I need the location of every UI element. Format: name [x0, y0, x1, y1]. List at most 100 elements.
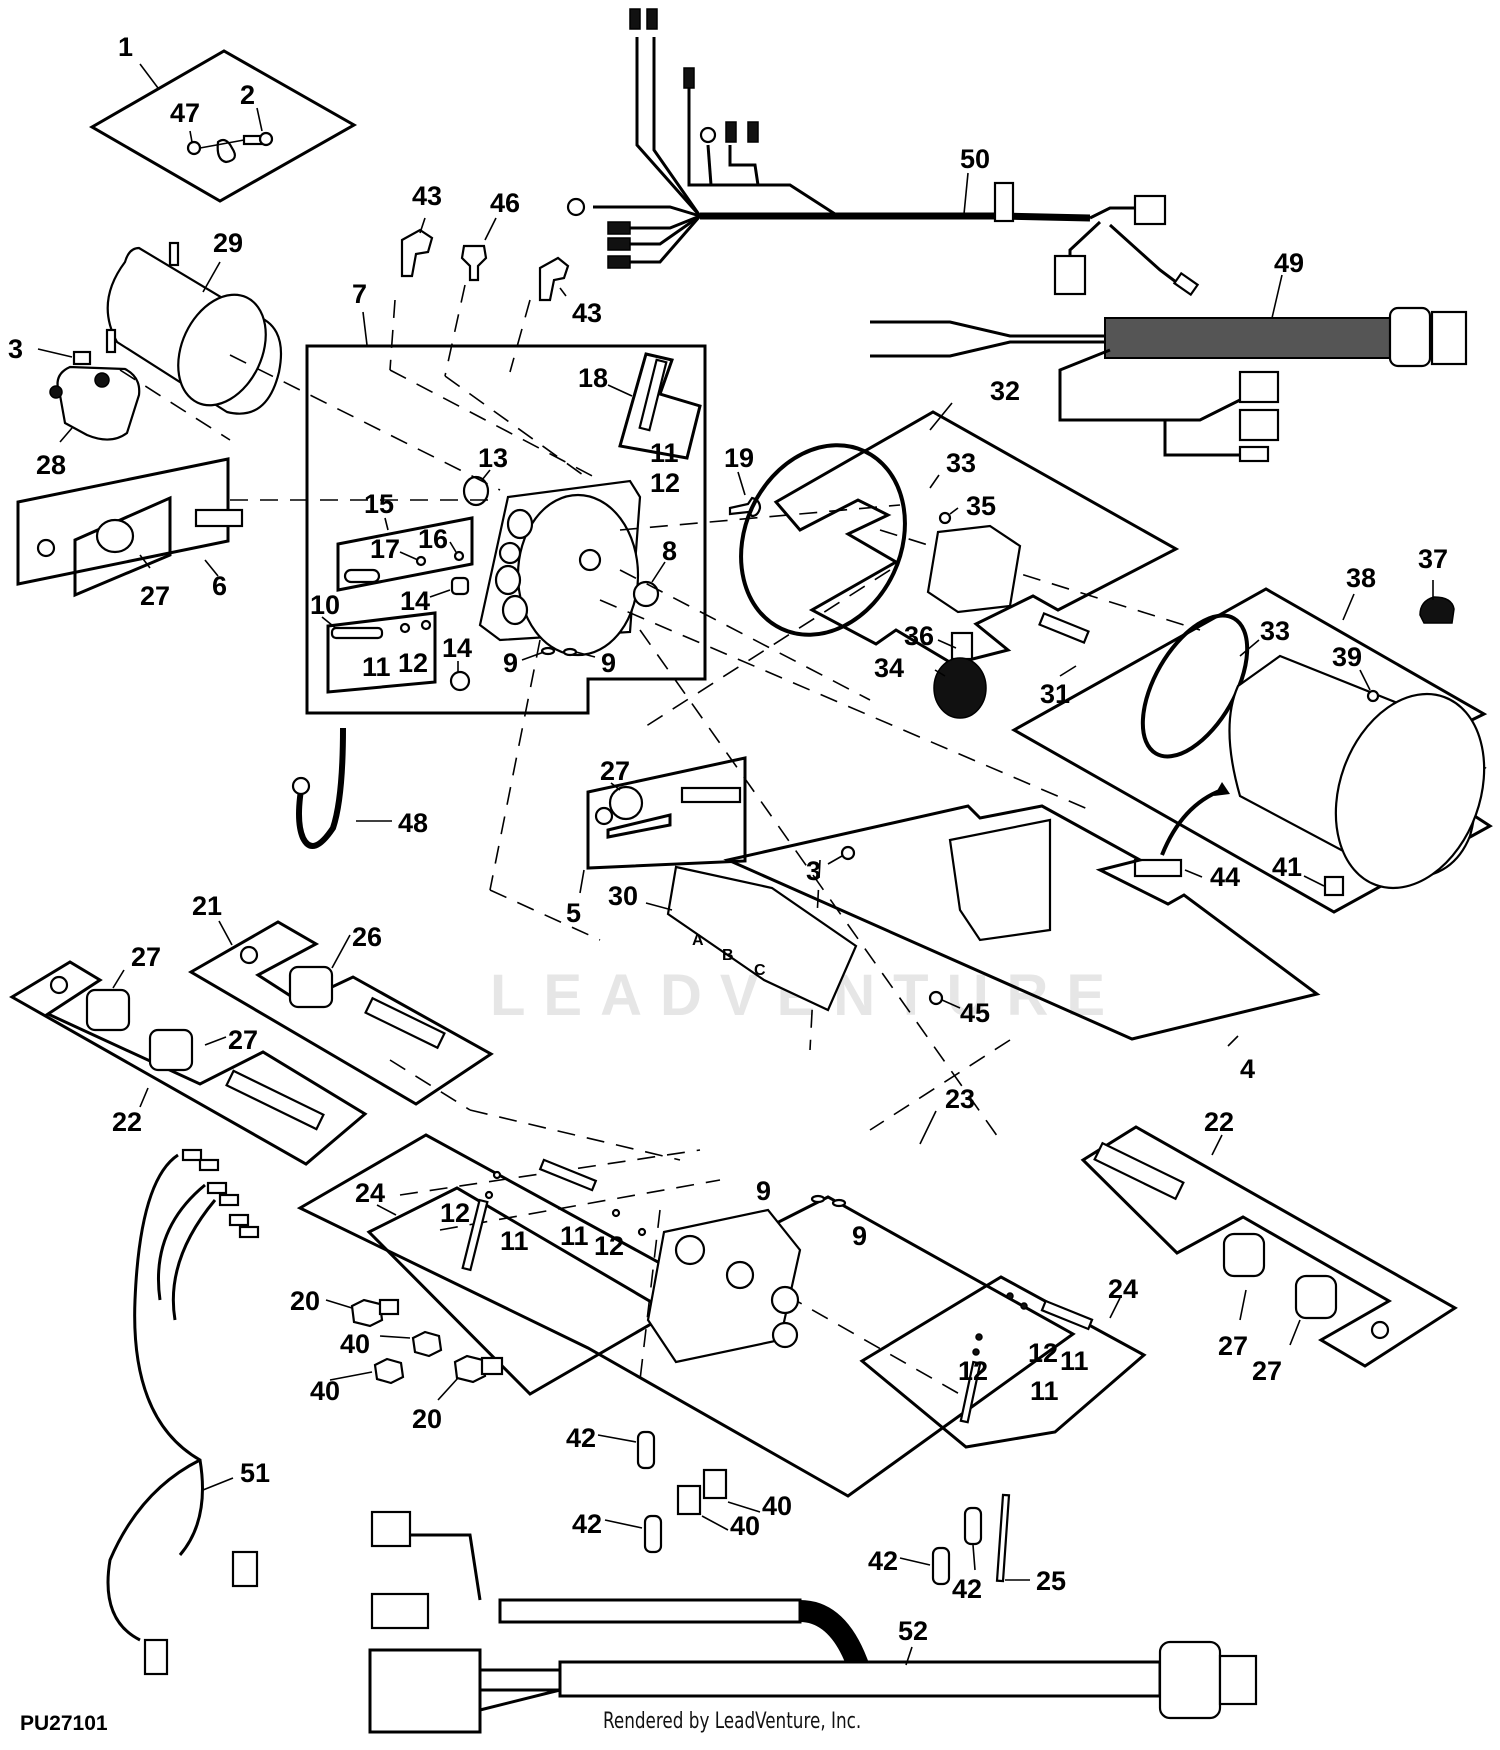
- leader-33b: [1239, 639, 1260, 657]
- callout-20b: 20: [412, 1404, 442, 1434]
- harness-branch: [728, 145, 760, 186]
- callout-23: 23: [945, 1084, 975, 1114]
- relief-valve-2: [538, 1158, 598, 1192]
- clamp: [216, 138, 236, 164]
- fitting-42b: [643, 1514, 663, 1554]
- callout-40a: 40: [340, 1329, 370, 1359]
- screw-39: [1366, 689, 1380, 703]
- callout-29: 29: [213, 228, 243, 258]
- leader-40d: [727, 1501, 761, 1513]
- plug-40a: [411, 1330, 443, 1358]
- part-51-sensor-harness: [106, 1148, 260, 1676]
- leader-27c: [112, 969, 125, 989]
- alignment-line: [439, 1179, 721, 1231]
- callout-27b: 27: [600, 756, 630, 786]
- bolt-head: [258, 131, 274, 147]
- callout-13: 13: [478, 443, 508, 473]
- leader-50: [963, 172, 969, 215]
- part-28-relay: [37, 348, 141, 443]
- ring-12: [420, 619, 432, 631]
- spade-terminal: [228, 1213, 250, 1227]
- bolt-31: [1038, 612, 1090, 644]
- leader-39: [1359, 669, 1371, 691]
- valve-18: [638, 358, 668, 432]
- cartridge: [194, 508, 244, 528]
- anderson-connector: [368, 1648, 482, 1734]
- lower-fittings: [597, 1430, 1030, 1586]
- alignment-line: [619, 504, 901, 531]
- oring-11f: [972, 1348, 980, 1356]
- alignment-line: [879, 529, 1201, 631]
- leader-24b: [1109, 1297, 1121, 1319]
- harness-wire: [410, 1533, 482, 1601]
- alignment-line: [229, 354, 501, 491]
- part-group-21-valve-kit: [188, 920, 494, 1106]
- callout-10: 10: [310, 590, 340, 620]
- leader-46: [484, 217, 497, 241]
- leader-22a: [139, 1087, 149, 1108]
- part-group-4-bracket-kit: [723, 804, 1321, 1047]
- callout-34: 34: [874, 653, 904, 683]
- callout-12e: 12: [1028, 1338, 1058, 1368]
- alignment-line: [639, 569, 891, 731]
- alignment-line: [444, 375, 591, 481]
- alignment-line: [389, 299, 396, 371]
- plug-35: [938, 511, 952, 525]
- plug-40b: [373, 1357, 405, 1385]
- leader-40c: [701, 1515, 729, 1531]
- callout-51: 51: [240, 1458, 270, 1488]
- leader-49: [1271, 274, 1283, 319]
- kit-inner-frame-5: [606, 813, 672, 839]
- callout-7: 7: [352, 279, 367, 309]
- spade-terminal: [607, 221, 631, 235]
- callout-15: 15: [364, 489, 394, 519]
- oring-9b: [562, 647, 578, 657]
- callout-42a: 42: [566, 1423, 596, 1453]
- footer-credit: Rendered by LeadVenture, Inc.: [603, 1709, 862, 1734]
- coil-27: [95, 518, 135, 554]
- spade-terminal: [181, 1148, 203, 1162]
- spade-terminal: [206, 1181, 228, 1195]
- leader-47: [189, 130, 193, 143]
- leader-line: [199, 139, 245, 149]
- coil-27c: [85, 988, 131, 1032]
- plug-46: [460, 244, 488, 282]
- nut: [49, 975, 69, 995]
- callout-36: 36: [904, 621, 934, 651]
- alignment-line: [389, 1059, 471, 1111]
- corrugated-loom: [498, 1598, 802, 1624]
- harness-branch: [1089, 206, 1135, 220]
- spade-terminal: [629, 8, 641, 30]
- leader-9b: [575, 651, 596, 658]
- callout-3b: 3: [806, 856, 821, 886]
- oring-11e: [1020, 1302, 1028, 1310]
- end-connector: [1158, 1640, 1222, 1720]
- callout-40b: 40: [310, 1376, 340, 1406]
- callout-35: 35: [966, 491, 996, 521]
- harness-branch: [635, 37, 702, 217]
- leader-28: [59, 427, 73, 443]
- harness-branch: [593, 205, 701, 218]
- leader-3b: [827, 855, 843, 865]
- fitting-40c: [676, 1484, 702, 1516]
- braided-sleeve: [1104, 317, 1391, 359]
- ball-17: [415, 555, 427, 567]
- leader-42d: [972, 1544, 976, 1571]
- port-left-4: [501, 594, 529, 626]
- callout-8: 8: [662, 536, 677, 566]
- harness-branch: [630, 214, 701, 246]
- oring-11: [399, 622, 411, 634]
- callout-45: 45: [960, 998, 990, 1028]
- anderson-connector: [1388, 306, 1432, 368]
- oring-33: [739, 443, 907, 637]
- harness-wire: [171, 1199, 217, 1321]
- callout-21: 21: [192, 891, 222, 921]
- seal-8: [632, 580, 660, 608]
- relay-stud-2: [94, 372, 110, 388]
- callout-20a: 20: [290, 1286, 320, 1316]
- callout-39: 39: [1332, 642, 1362, 672]
- part-group-6-valve-kit: [16, 457, 244, 598]
- kit-frame-15: [336, 516, 474, 592]
- callout-11a: 11: [650, 438, 679, 468]
- callout-43: 43: [412, 181, 442, 211]
